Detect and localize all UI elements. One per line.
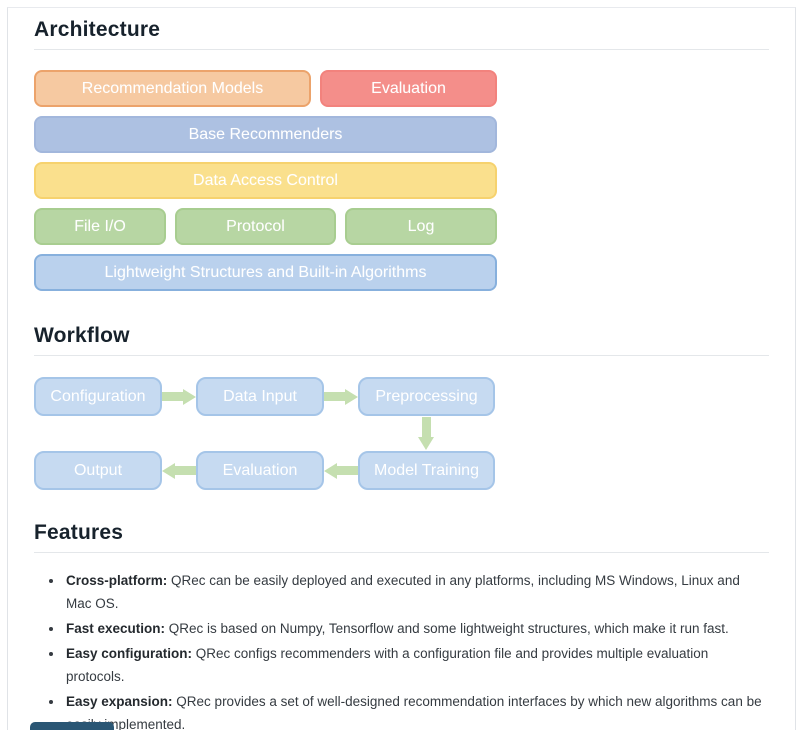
arrow-head xyxy=(345,388,358,405)
workflow-diagram: Configuration Data Input Preprocessing xyxy=(34,377,497,490)
section-heading-architecture: Architecture xyxy=(34,18,161,41)
feature-item: Easy expansion: QRec provides a set of w… xyxy=(64,690,769,730)
arrow-shaft xyxy=(421,417,431,437)
workflow-step-evaluation: Evaluation xyxy=(196,451,324,490)
bottom-cropped-bar xyxy=(30,722,114,730)
workflow-row-top: Configuration Data Input Preprocessing xyxy=(34,377,497,416)
architecture-row: File I/O Protocol Log xyxy=(34,208,497,245)
readme-content: Architecture Recommendation Models Evalu… xyxy=(7,7,796,730)
architecture-row: Lightweight Structures and Built-in Algo… xyxy=(34,254,497,291)
feature-term: Easy configuration: xyxy=(66,646,193,661)
workflow-row-bottom: Output Evaluation Model Training xyxy=(34,451,497,490)
feature-term: Fast execution: xyxy=(66,621,166,636)
feature-item: Cross-platform: QRec can be easily deplo… xyxy=(64,569,769,615)
arrow-head xyxy=(183,388,196,405)
architecture-row: Data Access Control xyxy=(34,162,497,199)
arch-box-data-access-control: Data Access Control xyxy=(34,162,497,199)
arrow-head xyxy=(418,437,434,450)
arrow-head xyxy=(324,462,337,479)
arch-box-lightweight-structures: Lightweight Structures and Built-in Algo… xyxy=(34,254,497,291)
arrow-head xyxy=(162,462,175,479)
arrow-left-icon xyxy=(324,462,358,479)
workflow-step-preprocessing: Preprocessing xyxy=(358,377,495,416)
heading-divider xyxy=(34,355,769,356)
workflow-row-gap xyxy=(34,416,497,451)
arrow-shaft xyxy=(324,392,345,401)
arch-box-recommendation-models: Recommendation Models xyxy=(34,70,311,107)
workflow-step-configuration: Configuration xyxy=(34,377,162,416)
feature-term: Easy expansion: xyxy=(66,694,173,709)
arch-box-base-recommenders: Base Recommenders xyxy=(34,116,497,153)
feature-text: QRec configs recommenders with a configu… xyxy=(66,646,709,684)
section-heading-features: Features xyxy=(34,521,124,544)
arrow-left-icon xyxy=(162,462,196,479)
workflow-step-model-training: Model Training xyxy=(358,451,495,490)
arrow-shaft xyxy=(162,392,183,401)
arch-box-file-io: File I/O xyxy=(34,208,166,245)
heading-divider xyxy=(34,552,769,553)
arch-box-protocol: Protocol xyxy=(175,208,336,245)
feature-term: Cross-platform: xyxy=(66,573,168,588)
feature-item: Easy configuration: QRec configs recomme… xyxy=(64,642,769,688)
section-heading-workflow: Workflow xyxy=(34,324,130,347)
arrow-shaft xyxy=(337,466,358,475)
architecture-row: Recommendation Models Evaluation xyxy=(34,70,497,107)
architecture-diagram: Recommendation Models Evaluation Base Re… xyxy=(34,70,497,291)
arrow-shaft xyxy=(175,466,196,475)
arrow-right-icon xyxy=(324,388,358,405)
workflow-step-output: Output xyxy=(34,451,162,490)
arch-box-evaluation: Evaluation xyxy=(320,70,497,107)
heading-divider xyxy=(34,49,769,50)
feature-item: Fast execution: QRec is based on Numpy, … xyxy=(64,617,769,640)
architecture-row: Base Recommenders xyxy=(34,116,497,153)
features-list: Cross-platform: QRec can be easily deplo… xyxy=(34,569,769,730)
workflow-step-data-input: Data Input xyxy=(196,377,324,416)
feature-text: QRec can be easily deployed and executed… xyxy=(66,573,740,611)
arrow-right-icon xyxy=(162,388,196,405)
arch-box-log: Log xyxy=(345,208,497,245)
feature-text: QRec is based on Numpy, Tensorflow and s… xyxy=(165,621,729,636)
arrow-down-icon xyxy=(413,417,439,450)
